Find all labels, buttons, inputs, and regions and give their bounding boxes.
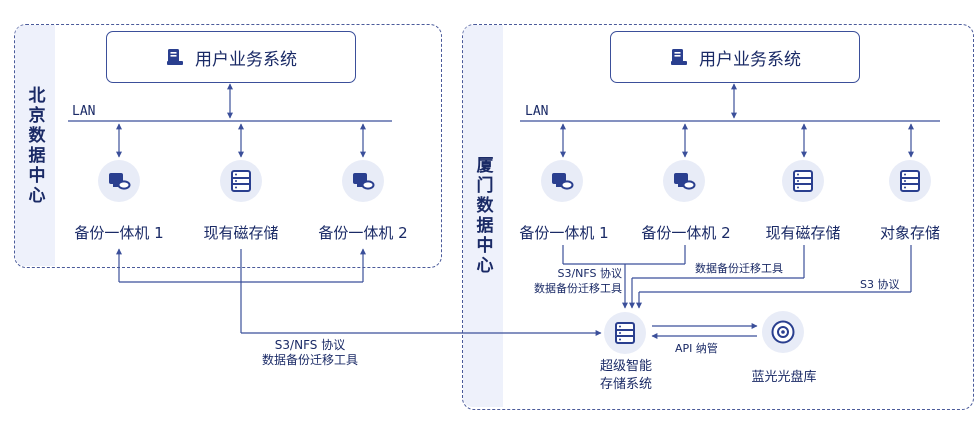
xiamen-dc-label: 厦门数据中心 [463, 25, 503, 407]
beijing-business-system[interactable]: 用户业务系统 [106, 31, 356, 83]
business-system-label: 用户业务系统 [195, 49, 297, 70]
xiamen-node-label: 备份一体机 2 [641, 224, 731, 242]
business-system-icon [671, 49, 687, 65]
bluray-library-label: 蓝光光盘库 [751, 370, 817, 385]
local-protocol: S3/NFS 协议 [557, 267, 622, 280]
cross-dc-protocol: S3/NFS 协议 [274, 338, 346, 352]
object-storage-icon [889, 160, 931, 202]
local-tool: 数据备份迁移工具 [534, 282, 622, 295]
xiamen-data-center [462, 24, 974, 410]
beijing-node-label: 现有磁存储 [203, 224, 279, 242]
local-protocol-label: S3/NFS 协议 数据备份迁移工具 [514, 266, 622, 296]
cross-dc-tool: 数据备份迁移工具 [261, 353, 358, 367]
super-storage-label: 超级智能 存储系统 [599, 359, 652, 392]
magnetic-storage-icon [782, 160, 824, 202]
magnetic-storage-icon [220, 160, 262, 202]
cross-dc-protocol-label: S3/NFS 协议 数据备份迁移工具 [240, 338, 380, 368]
bluray-disc-icon [762, 311, 804, 353]
magnetic-tool-label: 数据备份迁移工具 [695, 262, 783, 275]
xiamen-node-label: 对象存储 [879, 224, 941, 242]
xiamen-business-system[interactable]: 用户业务系统 [610, 31, 860, 83]
api-label: API 纳管 [675, 342, 718, 355]
beijing-dc-label: 北京数据中心 [15, 25, 55, 266]
beijing-node-label: 备份一体机 1 [74, 224, 164, 242]
object-s3-label: S3 协议 [860, 278, 900, 291]
backup-appliance-icon [98, 160, 140, 202]
xiamen-lan-label: LAN [525, 104, 549, 119]
backup-appliance-icon [541, 160, 583, 202]
backup-appliance-icon [342, 160, 384, 202]
beijing-node-label: 备份一体机 2 [318, 224, 408, 242]
super-storage-icon [604, 312, 646, 354]
business-system-icon [167, 49, 183, 65]
backup-appliance-icon [663, 160, 705, 202]
xiamen-node-label: 现有磁存储 [765, 224, 841, 242]
beijing-lan-label: LAN [72, 104, 96, 119]
xiamen-node-label: 备份一体机 1 [519, 224, 609, 242]
business-system-label: 用户业务系统 [699, 49, 801, 70]
